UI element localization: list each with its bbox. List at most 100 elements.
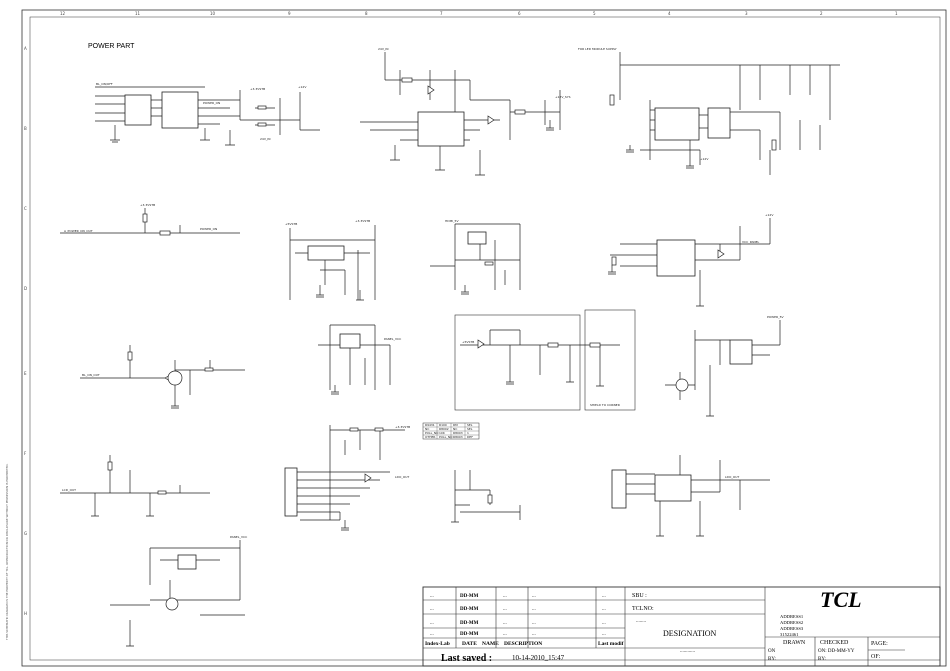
net-v12-a: +12V <box>298 85 307 89</box>
by-label: BY: <box>768 657 776 662</box>
page-title: POWER PART <box>88 43 135 50</box>
block-center-regulator: HDMI_5V <box>430 219 521 295</box>
led-driver-ic <box>654 107 700 141</box>
rev2-c: ... <box>602 621 606 626</box>
zone-top-1: 1 <box>895 11 898 16</box>
table-r3c2: R8003 <box>453 435 463 439</box>
last-saved-label: Last saved : <box>441 653 492 664</box>
zone-left-h: H <box>24 611 27 616</box>
zone-top-10: 10 <box>210 11 216 16</box>
net-note: FOR LED MODULE SUPPLY <box>578 47 617 51</box>
zone-markers-left: A B C D E F G H <box>24 46 27 616</box>
header-desc: DESCRIPTION <box>504 641 542 647</box>
net-bl-on: BL_ON/OFF <box>96 82 113 86</box>
mosfet-ic <box>707 107 731 139</box>
block-led-supply-top-right: FOR LED MODULE SUPPLY +12V <box>578 47 840 175</box>
block-connector-top-left: BL_ON/OFF POWER_ON +3.3VSTB +12V 24V_IN <box>95 82 320 146</box>
net-ldo: LDO_OUT <box>395 475 409 479</box>
table-r0c3: SEL <box>467 423 473 427</box>
block-bl-on-out: BL_ON_OUT <box>80 345 245 409</box>
net-v5-b: +5VSTB <box>462 340 474 344</box>
block-ldo-middle: +5VSTB +3.3VSTB <box>285 219 376 301</box>
last-saved-value: 10-14-2010_15:47 <box>512 654 565 662</box>
header-name: NAME <box>482 641 499 647</box>
connector-ic <box>161 91 199 129</box>
rev1-c: ... <box>602 607 606 612</box>
rev1-b: ... <box>532 607 536 612</box>
net-shield: SHIELD TO CORNER <box>590 403 620 407</box>
block-panel-vcc: PANEL_VCC <box>110 535 247 647</box>
net-panel-b: PANEL_VCC <box>230 535 247 539</box>
selection-table: R9431 R100 RM SEL NC R8002 NC SEL PULL_N… <box>422 422 480 440</box>
sheet-inner-frame <box>29 16 941 661</box>
zone-left-a: A <box>24 46 27 51</box>
checked-by: BY: <box>818 657 826 662</box>
block-dcdc-top-middle: 24V_IN +12V_SYS <box>360 47 571 176</box>
net-led-out: +12V <box>700 157 709 161</box>
page-label: PAGE: <box>871 641 888 647</box>
ldo-connector <box>284 467 298 517</box>
rev2-a: ... <box>503 621 507 626</box>
rev2-idx: ... <box>430 621 434 626</box>
rev0-b: ... <box>532 594 536 599</box>
zone-top-5: 5 <box>593 11 596 16</box>
net-power-on-out: A_POWER_ON_OUT <box>64 229 93 233</box>
net-vcc-panel: VCC_PANEL <box>742 240 760 244</box>
table-r1c3: SEL <box>467 427 473 431</box>
rev0-a: ... <box>503 594 507 599</box>
rev0-c: ... <box>602 594 606 599</box>
panel-vcc-ic <box>177 554 197 570</box>
right-mosfet-ic <box>729 339 753 365</box>
rev3-a: ... <box>503 632 507 637</box>
panel-switch-ic <box>339 333 361 349</box>
sbu-label: SBU : <box>632 593 647 599</box>
net-v12-b: +12V_SYS <box>555 95 571 99</box>
rev3-who: DD-MM <box>460 632 479 637</box>
zone-top-6: 6 <box>518 11 521 16</box>
switch-ic <box>656 239 696 277</box>
net-ldo-b: LDO_OUT <box>725 475 739 479</box>
drawn-label: DRAWN <box>783 640 806 646</box>
block-bottom-center <box>451 470 521 523</box>
zone-top-3: 3 <box>745 11 748 16</box>
block-center-filter: SHIELD TO CORNER +5VSTB <box>454 309 636 411</box>
zone-top-9: 9 <box>288 11 291 16</box>
zone-left-b: B <box>24 126 27 131</box>
table-r1c0: NC <box>425 427 429 431</box>
zone-left-c: C <box>24 206 27 211</box>
table-r0c0: R9431 <box>425 423 435 427</box>
filter-box <box>454 314 581 411</box>
net-v5-a: +5VSTB <box>285 222 297 226</box>
block-panel-switch: PANEL_VCC <box>318 324 401 395</box>
zone-left-g: G <box>24 531 27 536</box>
block-power-on: A_POWER_ON_OUT POWER_ON +3.3VSTB <box>60 203 240 236</box>
block-right-mosfet: POWER_5V <box>665 315 785 417</box>
block-right-switch: +12V VCC_PANEL <box>608 213 774 307</box>
rev3-idx: ... <box>430 632 434 637</box>
net-power-on-b: POWER_ON <box>200 227 217 231</box>
table-r3c1: PULL_NO <box>439 435 453 439</box>
net-power-on: POWER_ON <box>203 101 220 105</box>
ldo-ic <box>307 245 345 261</box>
table-r0c2: RM <box>453 423 458 427</box>
checked-label: CHECKED <box>820 640 849 646</box>
net-v33-a: +3.3VSTB <box>250 87 265 91</box>
table-r2c1: 10K <box>439 431 446 435</box>
designation-dots: ............ <box>680 649 695 654</box>
address-3: ADDRESS3 <box>780 626 804 631</box>
rev1-idx: ... <box>430 607 434 612</box>
side-note: THIS SCHEMATIC DIAGRAM IS THE PROPERTY O… <box>5 463 9 641</box>
table-r1c1: R8002 <box>439 427 449 431</box>
block-bottom-right-reg: LDO_OUT <box>611 455 770 537</box>
rev0-idx: ... <box>430 594 434 599</box>
table-r3c0: OTHER <box>425 435 435 439</box>
zone-left-e: E <box>24 371 27 376</box>
block-lcd-out: LCD_OUT <box>60 455 210 517</box>
net-power5: POWER_5V <box>767 315 785 319</box>
center-reg-ic <box>467 231 487 245</box>
designation-label: DESIGNATION <box>663 629 717 638</box>
net-bl-on-out: BL_ON_OUT <box>82 373 100 377</box>
net-v24-b: 24V_IN <box>378 47 389 51</box>
rev0-who: DD-MM <box>460 594 479 599</box>
